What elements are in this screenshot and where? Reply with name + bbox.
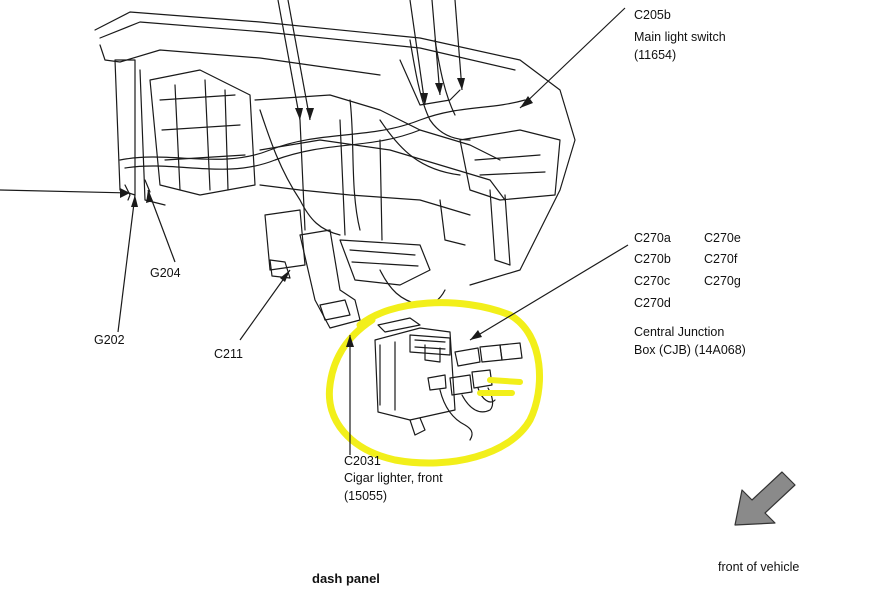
label-main-light-switch: Main light switch bbox=[634, 30, 726, 44]
dash-panel-drawing bbox=[94, 11, 576, 441]
label-cjb-line1: Central Junction bbox=[634, 325, 725, 339]
label-c270f: C270f bbox=[704, 252, 738, 266]
label-c270d: C270d bbox=[634, 296, 671, 310]
label-cigar-lighter-num: (15055) bbox=[344, 489, 388, 503]
highlight-stroke bbox=[477, 377, 523, 396]
label-cjb-line2: Box (CJB) (14A068) bbox=[634, 343, 746, 357]
leader-g202 bbox=[117, 194, 136, 333]
caption-dash-panel: dash panel bbox=[312, 571, 380, 586]
label-c211: C211 bbox=[214, 347, 243, 361]
label-g204: G204 bbox=[150, 266, 181, 280]
label-c270e: C270e bbox=[704, 231, 741, 245]
leader-lines bbox=[0, 0, 629, 455]
highlight-circle bbox=[325, 299, 543, 467]
label-c270a: C270a bbox=[634, 231, 671, 245]
leader-c205b bbox=[519, 7, 626, 109]
label-c205b: C205b bbox=[634, 8, 671, 22]
leader-left bbox=[0, 189, 131, 194]
leader-c211 bbox=[239, 269, 291, 341]
leader-g204 bbox=[147, 189, 176, 263]
label-main-light-switch-num: (11654) bbox=[634, 48, 677, 62]
label-front-of-vehicle: front of vehicle bbox=[718, 560, 800, 574]
label-c270c: C270c bbox=[634, 274, 671, 288]
label-g202: G202 bbox=[94, 333, 125, 347]
leader-c270 bbox=[469, 244, 629, 341]
label-cigar-lighter: Cigar lighter, front bbox=[344, 471, 443, 485]
label-c270b: C270b bbox=[634, 252, 671, 266]
leader-arrowheads bbox=[120, 78, 533, 347]
label-c270g: C270g bbox=[704, 274, 741, 288]
front-of-vehicle-arrow-icon bbox=[734, 471, 796, 526]
label-c2031: C2031 bbox=[344, 454, 381, 468]
